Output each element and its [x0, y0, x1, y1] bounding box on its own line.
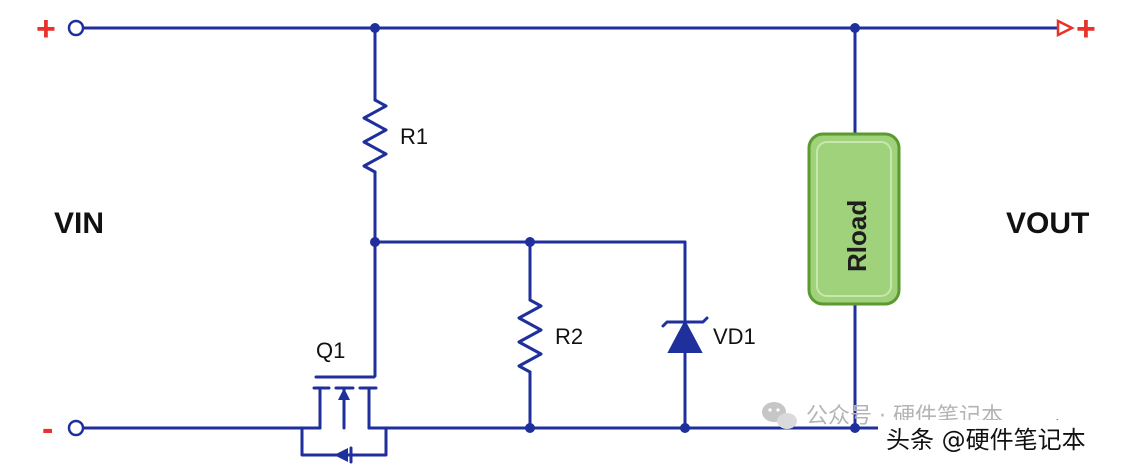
- rload-label: Rload: [842, 200, 872, 272]
- vd1-label: VD1: [713, 324, 756, 349]
- wechat-icon: [762, 402, 797, 429]
- rload-box: [807, 132, 901, 306]
- vin-label: VIN: [54, 207, 104, 240]
- rload-inner: [816, 141, 892, 297]
- r2-label: R2: [555, 324, 583, 349]
- junction-r2-top: [525, 237, 535, 247]
- junction-vd1-bottom: [680, 423, 690, 433]
- watermark-credit: 头条 @硬件笔记本: [886, 426, 1086, 454]
- output-positive-arrow: [1056, 18, 1075, 38]
- input-negative-terminal: [67, 419, 85, 437]
- plus-sign-right: +: [1076, 10, 1096, 48]
- junction-bias-node: [370, 237, 380, 247]
- r1-resistor: [362, 98, 388, 174]
- input-positive-terminal: [67, 19, 85, 37]
- junction-top-rload: [850, 23, 860, 33]
- q1-mosfet: [296, 375, 388, 464]
- q1-label: Q1: [316, 338, 345, 363]
- vd1-zener-diode: [667, 319, 703, 353]
- r1-label: R1: [400, 124, 428, 149]
- junction-rload-bottom: [850, 423, 860, 433]
- watermark-credit-bg: [878, 420, 1136, 460]
- junction-top-r1: [370, 23, 380, 33]
- r2-resistor: [517, 298, 543, 374]
- vout-label: VOUT: [1006, 207, 1089, 240]
- minus-sign-left: -: [42, 410, 53, 448]
- plus-sign-left: +: [36, 10, 56, 48]
- junction-r2-bottom: [525, 423, 535, 433]
- vd1-zener-bar: [661, 316, 709, 328]
